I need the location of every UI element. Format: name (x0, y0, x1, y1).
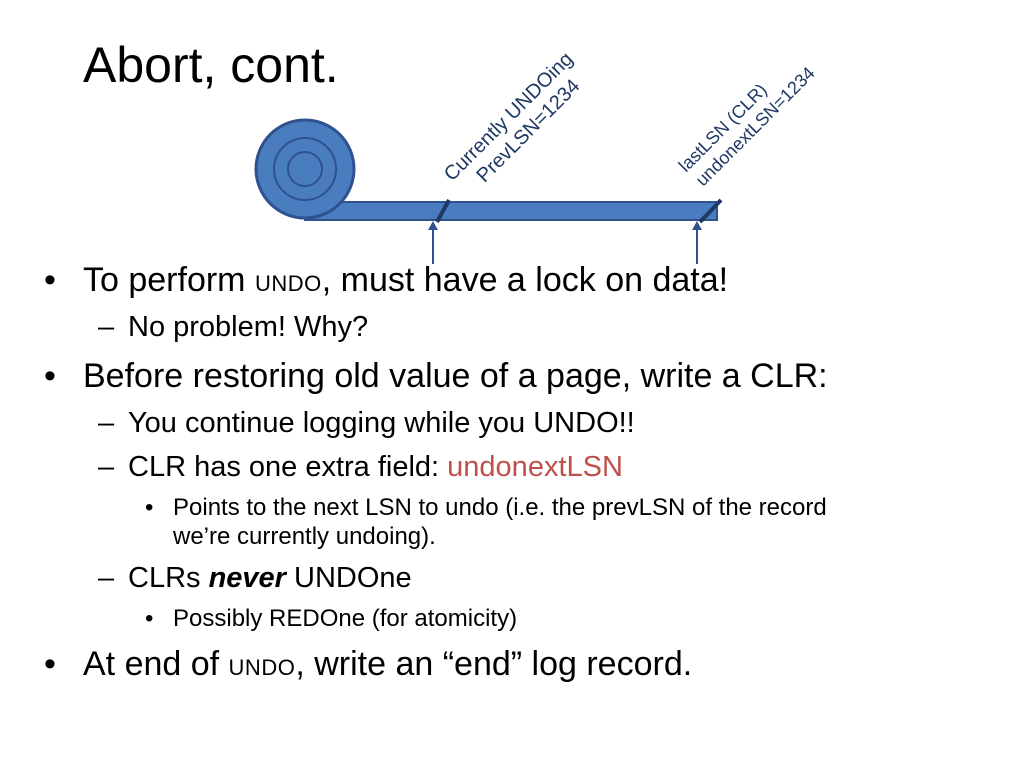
bullet-2-sub-3-post: UNDOne (285, 562, 412, 594)
never-emphasis: never (208, 562, 286, 594)
bullet-3: • At end of UNDO, write an “end” log rec… (44, 644, 693, 688)
dash-marker: – (98, 562, 115, 594)
bullet-1-pre: To perform (83, 261, 255, 299)
bullet-1-sub-1: – No problem! Why? (98, 310, 369, 344)
label-lastlsn-clr: lastLSN (CLR) undonextLSN=1234 (675, 63, 819, 190)
bullet-marker: • (145, 605, 154, 632)
dash-marker: – (98, 451, 115, 483)
bullet-3-pre: At end of (83, 645, 229, 683)
bullet-2-sub-3-sub-1: • Possibly REDOne (for atomicity) (145, 604, 518, 633)
dash-marker: – (98, 311, 115, 343)
bullet-2-sub-2-sub-1-line1: Points to the next LSN to undo (i.e. the… (173, 494, 827, 521)
bullet-marker: • (145, 494, 154, 521)
bullet-2-sub-3-pre: CLRs (128, 562, 209, 594)
log-tape-strip (304, 201, 718, 221)
pointer-arrow-a (428, 221, 438, 264)
bullet-2-sub-2-sub-1-cont: we’re currently undoing). (173, 522, 436, 551)
bullet-2: • Before restoring old value of a page, … (44, 356, 828, 396)
bullet-marker: • (44, 645, 56, 683)
bullet-2-sub-3-sub-1-text: Possibly REDOne (for atomicity) (173, 605, 518, 632)
log-tape-roll (254, 118, 356, 220)
bullet-2-sub-2-sub-1-line2: we’re currently undoing). (173, 523, 436, 550)
log-mark-a (435, 199, 451, 223)
bullet-1: • To perform UNDO, must have a lock on d… (44, 260, 729, 304)
pointer-arrow-b (692, 221, 702, 264)
bullet-1-post: , must have a lock on data! (321, 261, 729, 299)
bullet-2-text: Before restoring old value of a page, wr… (83, 357, 828, 395)
bullet-2-sub-1: – You continue logging while you UNDO!! (98, 406, 635, 440)
log-mark-b (698, 198, 723, 224)
bullet-2-sub-3: – CLRs never UNDOne (98, 561, 412, 595)
bullet-3-smallcaps: UNDO (228, 655, 296, 680)
bullet-2-sub-1-text: You continue logging while you UNDO!! (128, 407, 635, 439)
undonextlsn-highlight: undonextLSN (447, 451, 623, 483)
bullet-marker: • (44, 357, 56, 395)
slide-title: Abort, cont. (83, 37, 339, 93)
label-currently-undoing: Currently UNDOing PrevLSN=1234 (440, 48, 584, 187)
bullet-3-post: , write an “end” log record. (295, 645, 693, 683)
bullet-1-smallcaps: UNDO (254, 271, 322, 296)
bullet-2-sub-2: – CLR has one extra field: undonextLSN (98, 450, 623, 484)
dash-marker: – (98, 407, 115, 439)
bullet-marker: • (44, 261, 56, 299)
bullet-2-sub-2-sub-1: • Points to the next LSN to undo (i.e. t… (145, 493, 827, 522)
log-tape-diagram: Currently UNDOing PrevLSN=1234 lastLSN (… (254, 48, 819, 264)
bullet-1-sub-1-text: No problem! Why? (128, 311, 369, 343)
bullet-2-sub-2-pre: CLR has one extra field: (128, 451, 448, 483)
